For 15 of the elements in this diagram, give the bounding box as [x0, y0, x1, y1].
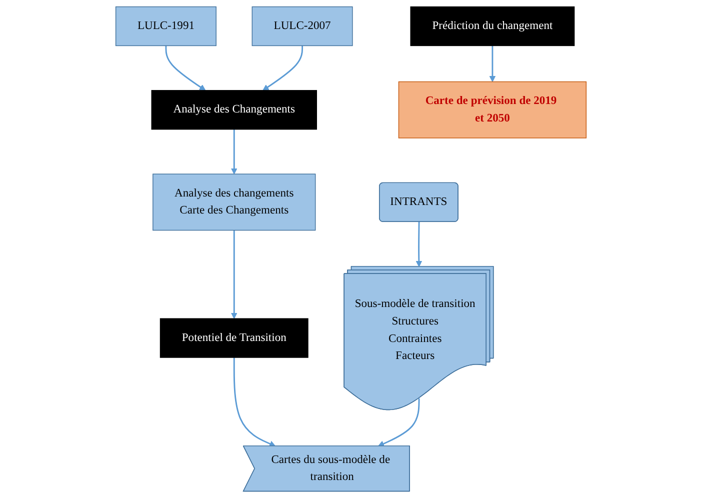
- node-box: Analyse des Changements: [151, 90, 317, 130]
- arrow: [378, 398, 420, 447]
- arrow: [230, 230, 238, 319]
- node-box: Analyse des changements Carte des Changements: [152, 174, 316, 231]
- node-box: Prédiction du changement: [410, 6, 575, 46]
- node-box: LULC-1991: [115, 6, 216, 46]
- node-box: Carte de prévision de 2019 et 2050: [398, 81, 587, 138]
- arrow: [416, 222, 422, 267]
- arrow: [262, 46, 304, 91]
- arrow: [233, 358, 276, 447]
- arrow: [230, 129, 238, 174]
- node-box: LULC-2007: [252, 6, 353, 46]
- node-box: Potentiel de Transition: [160, 318, 308, 358]
- arrow: [165, 46, 206, 91]
- arrow: [489, 46, 496, 82]
